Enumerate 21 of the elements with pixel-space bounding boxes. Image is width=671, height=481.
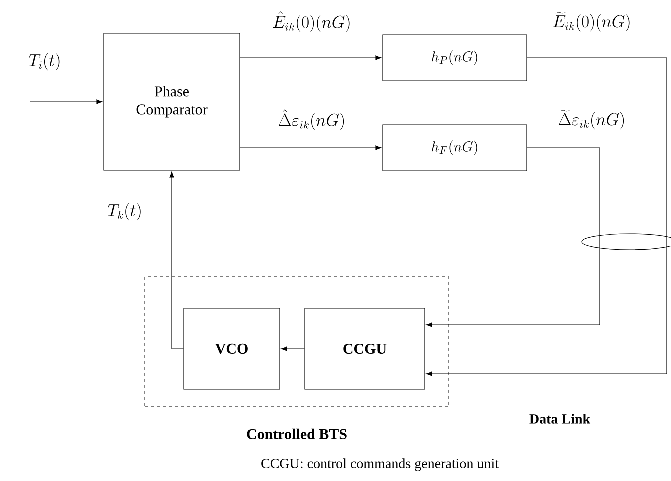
block-box: $h_P(nG)$ xyxy=(382,34,528,82)
block-box: CCGU xyxy=(304,308,426,390)
arrow xyxy=(240,56,382,60)
edge-label: $\hat{E}_{ik}(0)(nG)$ xyxy=(273,12,350,32)
block-box: $h_F(nG)$ xyxy=(382,124,528,172)
arrow xyxy=(240,146,382,150)
data-link-label: Data Link xyxy=(530,414,591,424)
block-box: VCO xyxy=(184,308,280,390)
arrow xyxy=(30,100,103,104)
arrow xyxy=(426,58,668,376)
edge-label: $\hat{\Delta}\varepsilon_{ik}(nG)$ xyxy=(279,110,344,130)
legend-note: CCGU: control commands generation unit xyxy=(262,458,499,472)
edge-label: $\widetilde{\Delta}\varepsilon_{ik}(nG)$ xyxy=(559,110,624,130)
edge-label: $T_i(t)$ xyxy=(29,53,60,71)
edge-label: $T_k(t)$ xyxy=(108,203,141,221)
edge-label: $\widetilde{E}_{ik}(0)(nG)$ xyxy=(553,12,630,32)
arrow xyxy=(426,148,600,328)
block-box: Phase Comparator xyxy=(104,33,240,171)
arrow xyxy=(170,172,184,350)
arrow xyxy=(281,346,305,352)
node-label: Controlled BTS xyxy=(247,428,347,440)
